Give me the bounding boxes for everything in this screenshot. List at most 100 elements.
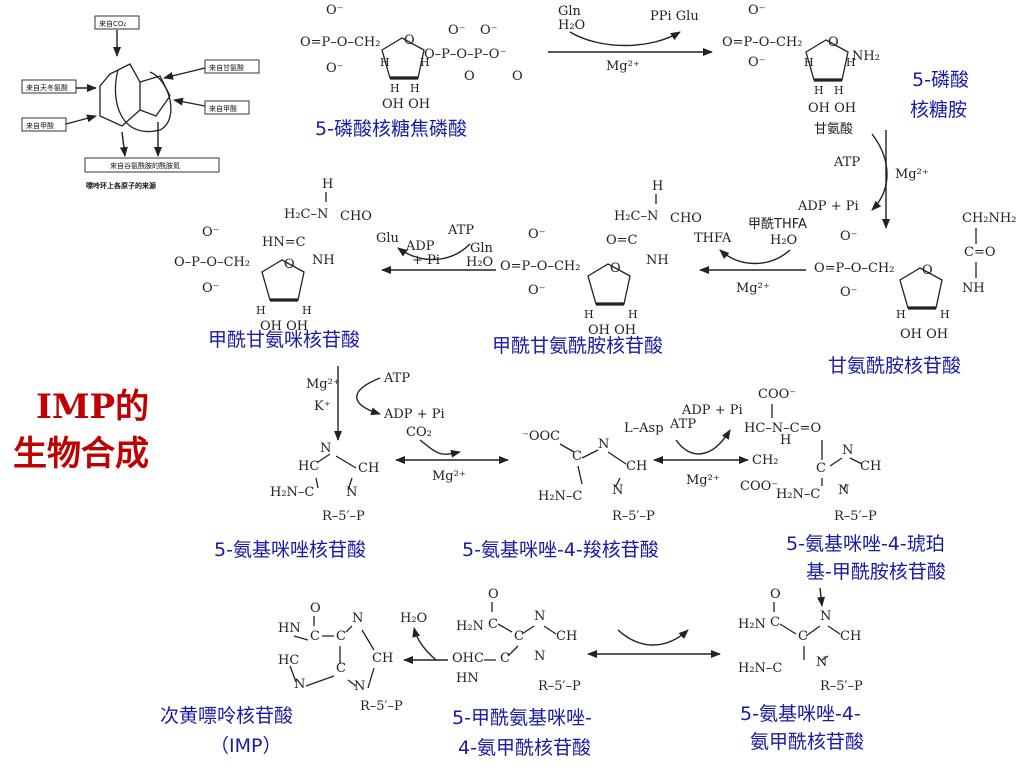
svg-text:H: H <box>780 433 791 448</box>
svg-text:O: O <box>310 601 321 616</box>
svg-text:C: C <box>336 661 346 676</box>
faicar-label-line1: 5-甲酰氨基咪唑- <box>452 707 592 729</box>
adp-pi-product-4a: ADP <box>405 239 435 254</box>
svg-text:H: H <box>804 56 814 69</box>
reaction-arrow-8 <box>817 587 825 607</box>
svg-text:C: C <box>488 617 498 632</box>
svg-text:C=O: C=O <box>964 245 996 260</box>
mg-reagent-6: Mg²⁺ <box>432 469 466 484</box>
purine-six-ring <box>99 63 141 127</box>
k-reagent-5: K⁺ <box>314 399 331 414</box>
svg-text:O: O <box>464 69 475 84</box>
saicar-label-line1: 5-氨基咪唑-4-琥珀 <box>786 533 945 555</box>
svg-text:N: N <box>612 483 623 498</box>
imp-label-line1: 次黄嘌呤核苷酸 <box>160 705 293 727</box>
svg-text:H: H <box>584 308 594 321</box>
svg-text:CHO: CHO <box>670 211 702 226</box>
svg-text:O=P–O–CH₂: O=P–O–CH₂ <box>500 259 580 274</box>
svg-text:H₂N–C: H₂N–C <box>776 487 820 502</box>
aicar-label-line1: 5-氨基咪唑-4- <box>740 703 861 725</box>
svg-text:O: O <box>770 587 781 602</box>
svg-text:H₂N: H₂N <box>456 619 484 634</box>
svg-text:N: N <box>320 441 331 456</box>
svg-text:C: C <box>310 629 320 644</box>
svg-text:N: N <box>838 483 849 498</box>
svg-text:H₂N–C: H₂N–C <box>738 661 782 676</box>
curved-arrow-4 <box>397 243 471 261</box>
svg-text:H: H <box>380 56 390 69</box>
purine-five-ring <box>139 75 171 117</box>
svg-text:CH₂NH₂: CH₂NH₂ <box>962 211 1016 226</box>
mg-reagent-3: Mg²⁺ <box>736 281 770 296</box>
svg-text:H: H <box>652 179 663 194</box>
aicar-structure: O H₂N C C N CH H₂N–C N R–5′–P <box>738 587 863 694</box>
svg-text:N: N <box>294 677 305 692</box>
air-structure: N HC CH H₂N–C N R–5′–P <box>270 441 379 524</box>
purine-source-diagram: 来自CO₂ 来自甘氨酸 来自天冬氨酸 来自甲酸 来自甲酸 来自谷氨酰胺的酰胺氮 … <box>21 15 260 190</box>
svg-text:C: C <box>336 629 346 644</box>
svg-text:R–5′–P: R–5′–P <box>612 509 655 524</box>
thfa-product: THFA <box>694 231 732 246</box>
mg-reagent-7: Mg²⁺ <box>686 473 720 488</box>
adp-pi-product-7: ADP + Pi <box>681 403 743 418</box>
svg-text:O: O <box>922 263 933 278</box>
svg-text:NH₂: NH₂ <box>852 49 880 64</box>
svg-text:O⁻: O⁻ <box>528 283 546 298</box>
svg-text:C: C <box>572 449 582 464</box>
adp-pi-product-4b: + Pi <box>412 253 440 268</box>
source-asp-box <box>21 79 77 94</box>
faicar-label-line2: 4-氨甲酰核苷酸 <box>458 737 591 759</box>
source-formyl-right-label: 来自甲酸 <box>209 104 237 113</box>
svg-text:O–P–O–P–O⁻: O–P–O–P–O⁻ <box>424 47 506 62</box>
arrow-gly <box>163 67 206 80</box>
svg-text:NH: NH <box>962 281 985 296</box>
svg-text:H: H <box>302 304 312 317</box>
lasp-reagent-7: L–Asp <box>624 421 664 436</box>
svg-text:O⁻: O⁻ <box>480 23 498 38</box>
svg-text:H: H <box>940 308 950 321</box>
glycine-reagent: 甘氨酸 <box>814 122 853 137</box>
source-asp-label: 来自天冬氨酸 <box>26 83 68 92</box>
source-gln-box <box>84 157 220 173</box>
atp-reagent-4: ATP <box>447 223 474 238</box>
svg-text:HN=C: HN=C <box>262 235 306 250</box>
curved-arrow-5 <box>356 377 381 416</box>
svg-text:OH OH: OH OH <box>382 97 430 112</box>
title-line1: IMP的 <box>36 387 149 427</box>
svg-text:H: H <box>420 56 430 69</box>
svg-text:CH: CH <box>840 629 861 644</box>
svg-text:H: H <box>834 84 844 97</box>
svg-text:NH: NH <box>312 253 335 268</box>
svg-text:R–5′–P: R–5′–P <box>322 509 365 524</box>
svg-text:O: O <box>828 35 839 50</box>
svg-text:O: O <box>284 257 295 272</box>
source-co2-box <box>94 15 140 30</box>
svg-text:O: O <box>512 69 523 84</box>
svg-text:CH: CH <box>626 459 647 474</box>
cair-structure: ⁻OOC C N CH H₂N–C N R–5′–P <box>522 429 655 524</box>
svg-text:HN: HN <box>278 621 301 636</box>
source-gln-label: 来自谷氨酰胺的酰胺氮 <box>110 161 180 170</box>
glycine-outline <box>114 69 172 133</box>
svg-text:H₂N: H₂N <box>738 617 766 632</box>
svg-text:N: N <box>534 649 545 664</box>
source-formyl-left-label: 来自甲酸 <box>26 121 54 130</box>
curved-arrow-10 <box>412 627 437 661</box>
cair-label: 5-氨基咪唑-4-羧核苷酸 <box>462 539 659 561</box>
source-gly-label: 来自甘氨酸 <box>209 63 244 72</box>
mg-reagent-2: Mg²⁺ <box>895 167 929 182</box>
svg-text:N: N <box>820 609 831 624</box>
purine-source-caption: 嘌呤环上各原子的来源 <box>86 181 156 190</box>
svg-text:COO⁻: COO⁻ <box>758 387 796 402</box>
h2o-reagent-4: H₂O <box>466 255 493 270</box>
svg-text:N: N <box>816 655 827 670</box>
svg-text:R–5′–P: R–5′–P <box>538 679 581 694</box>
svg-text:N: N <box>354 679 365 694</box>
fgar-label: 甲酰甘氨酰胺核苷酸 <box>492 335 663 357</box>
svg-text:O–P–O–CH₂: O–P–O–CH₂ <box>174 255 250 270</box>
svg-text:CHO: CHO <box>340 209 372 224</box>
